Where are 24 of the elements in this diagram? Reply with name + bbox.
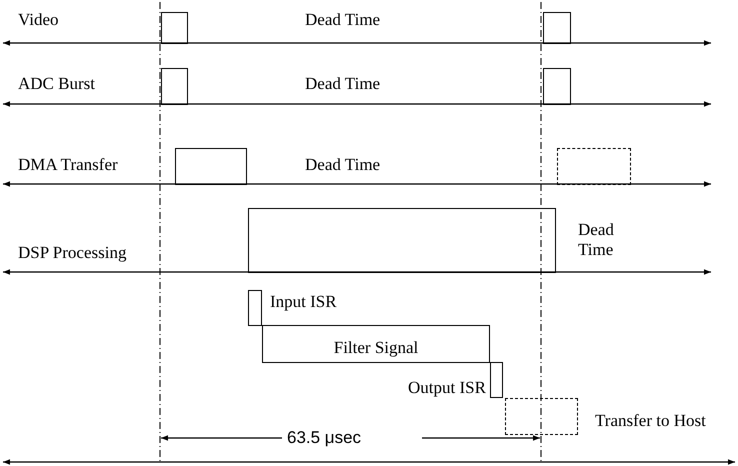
task-label: Transfer to Host (595, 411, 706, 431)
phase-label: Dead Time (578, 220, 615, 260)
task-label: Filter Signal (334, 338, 418, 358)
signal-name: Video (18, 10, 59, 30)
phase-label: Dead Time (305, 155, 380, 175)
pulse (543, 12, 571, 44)
dimension-label: 63.5 μsec (287, 428, 362, 448)
task-label: Output ISR (408, 378, 486, 398)
task-label: Input ISR (270, 292, 337, 312)
signal-name: DSP Processing (18, 243, 126, 263)
signal-name: DMA Transfer (18, 155, 118, 175)
dashed-pulse (557, 148, 631, 185)
pulse (248, 208, 556, 273)
phase-label: Dead Time (305, 10, 380, 30)
task-box (262, 325, 490, 363)
phase-label: Dead Time (305, 74, 380, 94)
pulse (161, 12, 188, 44)
pulse (161, 68, 188, 105)
pulse (543, 68, 571, 105)
pulse (175, 148, 247, 185)
dashed-task-box (505, 398, 578, 435)
task-box (248, 290, 262, 326)
signal-name: ADC Burst (18, 74, 95, 94)
task-box (490, 362, 503, 398)
